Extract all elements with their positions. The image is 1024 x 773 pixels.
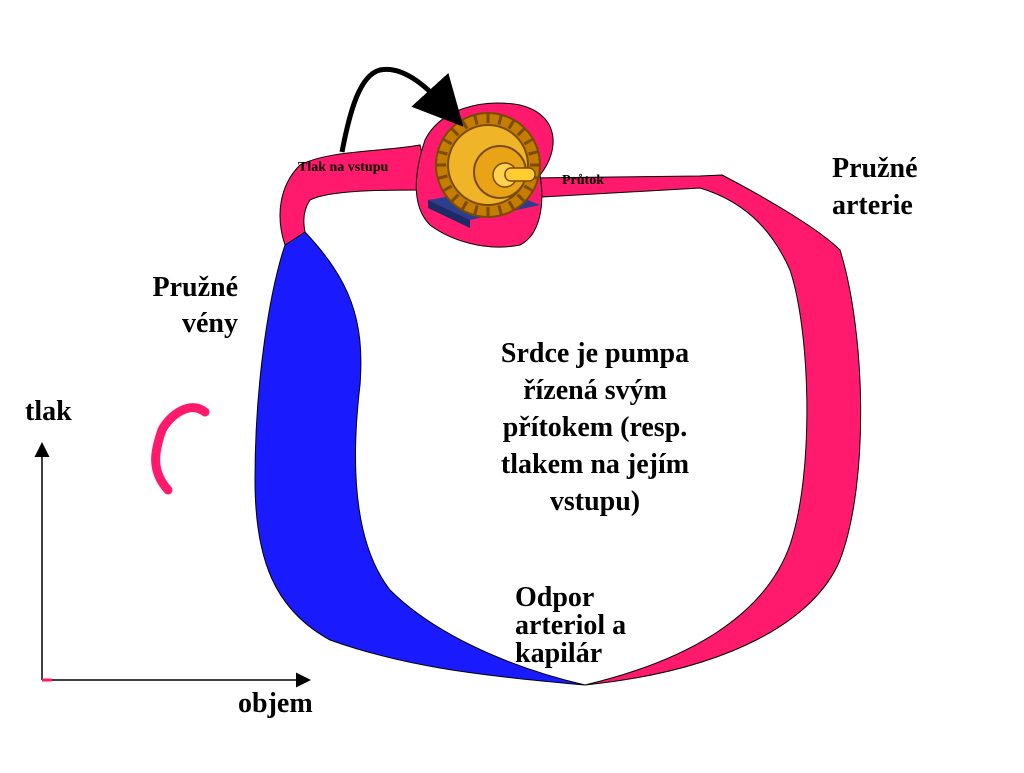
- x-axis-label: objem: [238, 688, 313, 719]
- y-axis-label: tlak: [25, 396, 72, 427]
- gear-tooth: [507, 119, 516, 130]
- resistance-line-1: Odpor: [515, 582, 595, 613]
- flow-label: Průtok: [562, 173, 604, 188]
- gear-tooth: [523, 137, 534, 146]
- elastic-arteries-label: Pružné arterie: [832, 153, 918, 222]
- gear-tooth: [516, 127, 526, 137]
- gear-tooth: [442, 184, 453, 193]
- gear-tooth: [523, 184, 534, 193]
- heart-statement-line-2: řízená svým: [523, 375, 667, 406]
- resistance-line-2: arteriol a: [515, 610, 627, 641]
- gear-tooth: [516, 193, 526, 203]
- vein-tube: [254, 231, 586, 686]
- heart-statement-line-5: vstupu): [549, 486, 641, 517]
- pressure-volume-curve: [151, 403, 210, 495]
- inlet-tube: [279, 144, 431, 246]
- elastic-veins-line-1: Pružné: [152, 272, 238, 303]
- heart-statement: Srdce je pumpa řízená svým přítokem (res…: [455, 335, 735, 520]
- gear-tooth: [442, 137, 453, 146]
- gear-tooth: [437, 174, 448, 180]
- heart-statement-line-3: přítokem (resp.: [502, 412, 688, 443]
- resistance-line-3: kapilár: [515, 638, 603, 669]
- heart-statement-line-1: Srdce je pumpa: [500, 338, 690, 369]
- gear-tooth: [528, 150, 539, 156]
- elastic-veins-line-2: vény: [182, 308, 238, 339]
- gear-tooth: [437, 150, 448, 156]
- gear-tooth: [497, 114, 503, 125]
- gear-tooth: [497, 205, 503, 216]
- gear-tooth: [450, 127, 460, 137]
- elastic-veins-label: Pružné vény: [132, 272, 238, 340]
- elastic-arteries-line-1: Pružné: [832, 153, 918, 184]
- gear-tooth: [460, 200, 469, 211]
- gear-tooth: [450, 193, 460, 203]
- heart-statement-line-4: tlakem na jejím: [500, 449, 690, 480]
- inlet-pressure-label: Tlak na vstupu: [298, 160, 389, 175]
- curved-arrow-icon: [339, 66, 464, 153]
- artery-tube: [524, 174, 862, 686]
- elastic-arteries-line-2: arterie: [832, 190, 913, 221]
- gear-pump-icon: [428, 112, 541, 228]
- gear-tooth: [507, 200, 516, 211]
- axes: [34, 442, 311, 688]
- gear-tooth: [473, 205, 479, 216]
- resistance-label: Odpor arteriol a kapilár: [515, 584, 626, 668]
- gear-tooth: [473, 114, 479, 125]
